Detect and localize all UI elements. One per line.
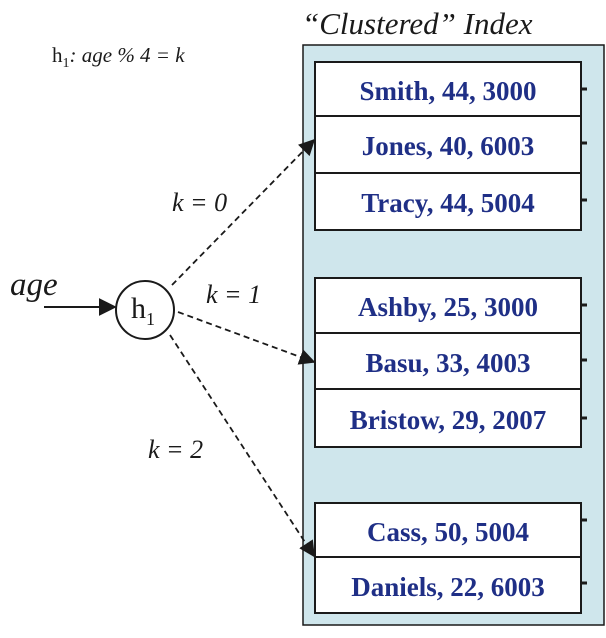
record-2-0: Cass, 50, 5004	[367, 517, 529, 547]
edge-label-k0: k = 0	[172, 188, 227, 217]
hash-function-definition: h1: age % 4 = k	[52, 43, 185, 71]
record-2-1: Daniels, 22, 6003	[351, 572, 545, 602]
hash-node-subscript: 1	[146, 309, 155, 329]
edge-k0	[171, 138, 316, 286]
record-0-1: Jones, 40, 6003	[362, 131, 535, 161]
record-1-2: Bristow, 29, 2007	[350, 405, 547, 435]
hash-function-formula: : age % 4 = k	[70, 43, 186, 67]
record-1-0: Ashby, 25, 3000	[358, 292, 538, 322]
bucket-0: Smith, 44, 3000 Jones, 40, 6003 Tracy, 4…	[314, 61, 587, 231]
record-box-0-1	[314, 115, 582, 174]
hash-node-name: h	[131, 292, 146, 325]
hash-node	[115, 280, 175, 340]
hash-function-subscript: 1	[63, 56, 70, 71]
hash-function-name: h	[52, 43, 63, 67]
record-box-2-0	[314, 502, 582, 558]
record-1-1: Basu, 33, 4003	[365, 348, 530, 378]
edge-k2	[169, 334, 315, 558]
diagram-title: “Clustered” Index	[302, 6, 533, 41]
edge-label-k2: k = 2	[148, 435, 203, 464]
bucket-2: Cass, 50, 5004 Daniels, 22, 6003	[314, 502, 587, 614]
record-box-2-1	[314, 556, 582, 614]
record-0-0: Smith, 44, 3000	[359, 76, 536, 106]
edge-k1	[177, 311, 316, 365]
record-box-0-0	[314, 61, 582, 117]
bucket-1: Ashby, 25, 3000 Basu, 33, 4003 Bristow, …	[314, 277, 587, 448]
hash-node-label: h1	[131, 292, 155, 329]
input-label: age	[10, 267, 58, 303]
edge-label-k1: k = 1	[206, 280, 261, 309]
record-0-2: Tracy, 44, 5004	[361, 188, 534, 218]
